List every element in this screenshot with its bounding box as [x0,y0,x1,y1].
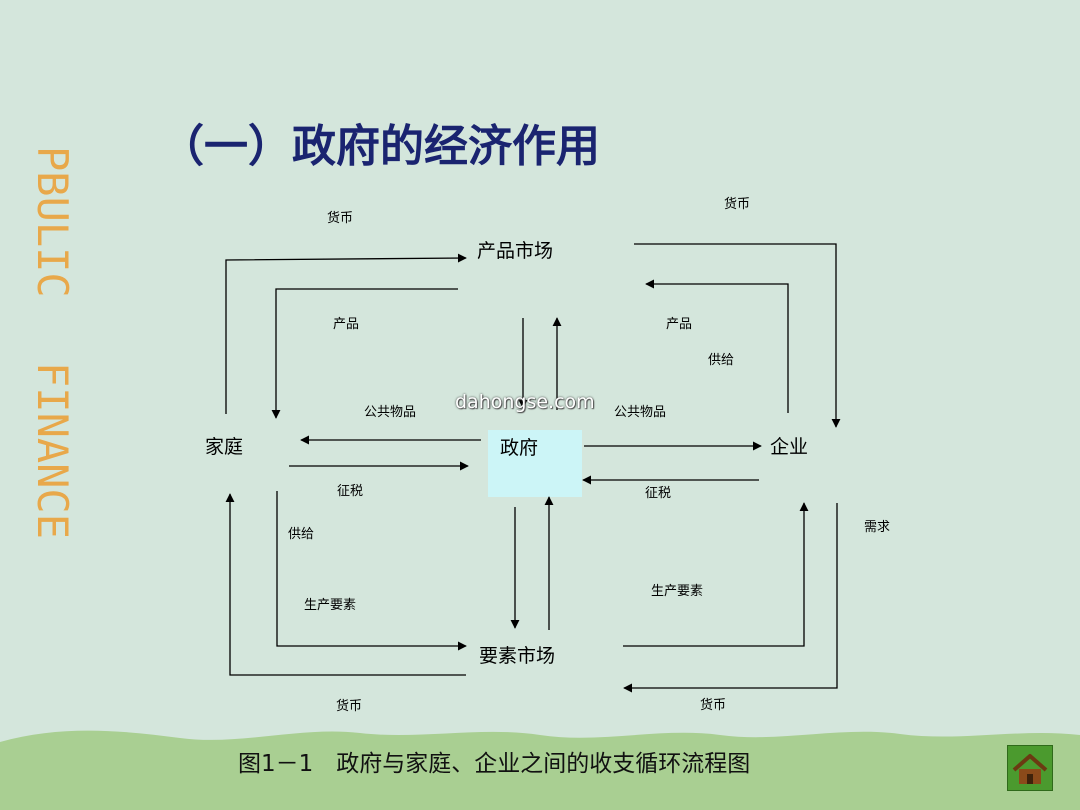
government-box [488,430,582,497]
side-label-pbulic: PBULIC [28,146,77,298]
label-money-top-left: 货币 [327,210,353,226]
label-demand: 需求 [864,520,890,535]
arrow-product-market-to-household [271,288,458,419]
label-tax-left: 征税 [337,484,363,499]
arrow-factor-market-to-enterprise [623,502,809,647]
slide-title: （一）政府的经济作用 [160,121,600,172]
house-icon [1012,754,1048,784]
node-product-market: 产品市场 [477,240,553,262]
label-factors-left: 生产要素 [304,598,356,613]
label-product-left: 产品 [333,317,359,332]
label-public-goods-right: 公共物品 [614,405,666,420]
arrow-enterprise-to-product-market [645,279,789,413]
arrow-product-market-to-enterprise [634,243,841,428]
arrow-factor-market-to-household [225,493,466,676]
node-factor-market: 要素市场 [479,645,555,667]
node-enterprise: 企业 [770,436,808,458]
arrow-household-to-product-market [225,253,467,414]
label-product-right: 产品 [666,317,692,332]
side-label-finance: FINANCE [28,362,77,540]
footer-wave [0,730,1080,810]
label-tax-right: 征税 [645,486,671,501]
watermark: dahongse.com [455,391,595,413]
label-money-bottom-right: 货币 [700,697,726,713]
arrow-household-to-factor-market [276,491,467,651]
label-supply-right: 供给 [708,353,734,368]
figure-caption: 图1－1 政府与家庭、企业之间的收支循环流程图 [238,751,751,777]
label-factors-right: 生产要素 [651,584,703,599]
label-money-bottom-left: 货币 [336,698,362,714]
node-government: 政府 [500,437,538,459]
arrow-enterprise-to-factor-market [623,503,838,693]
label-money-top-right: 货币 [724,196,750,212]
home-button[interactable] [1007,745,1053,791]
label-public-goods-left: 公共物品 [364,405,416,420]
node-household: 家庭 [205,436,243,458]
label-supply-left: 供给 [288,527,314,542]
